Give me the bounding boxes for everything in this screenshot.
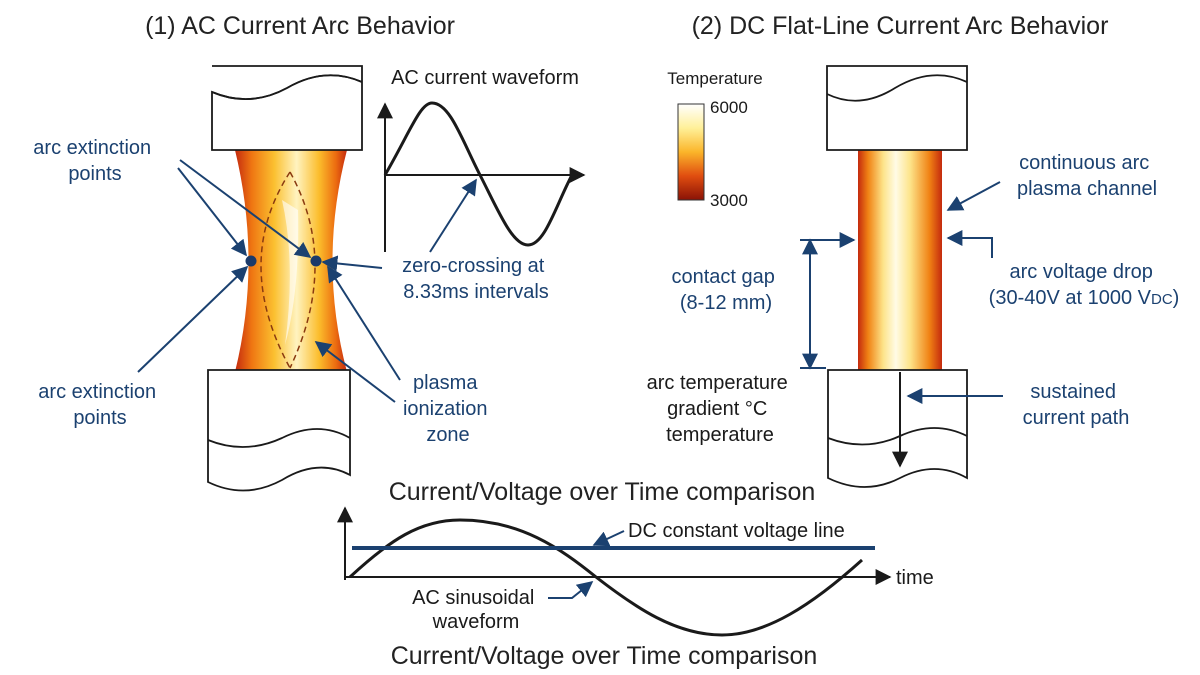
ionization-envelope-left: [260, 171, 291, 369]
ac-arc-hot-core: [282, 200, 299, 345]
arrow-plasma-to-point: [327, 265, 401, 381]
arrow-extinction-top-left: [177, 167, 247, 257]
comparison-x-label: time: [896, 567, 934, 589]
ac-top-electrode-break: [211, 74, 363, 101]
comparison-title-bottom: Current/Voltage over Time comparison: [391, 642, 818, 670]
ac-waveform-title: AC current waveform: [391, 67, 579, 89]
label-voltage-drop: arc voltage drop (30-40V at 1000 VDC): [989, 261, 1180, 309]
comparison-title-top: Current/Voltage over Time comparison: [389, 478, 816, 506]
dc-top-electrode: [826, 65, 968, 151]
ac-waveform-curve: [383, 101, 574, 247]
ac-bottom-electrode: [207, 369, 351, 492]
arrow-extinction-bottom: [137, 265, 249, 373]
label-zero-crossing: zero-crossing at 8.33ms intervals: [402, 255, 550, 303]
arrow-plasma-channel: [946, 181, 1001, 211]
arrow-zero-crossing-to-arc: [321, 255, 383, 272]
label-extinction-bottom: arc extinction points: [38, 381, 161, 429]
ac-sinusoidal-curve: [348, 518, 864, 637]
ionization-envelope-right: [289, 171, 316, 369]
extinction-point-left: [245, 255, 257, 267]
dc-panel-title: (2) DC Flat-Line Current Arc Behavior: [692, 12, 1109, 40]
dc-line-label: DC constant voltage line: [628, 520, 845, 542]
dc-top-electrode-break: [826, 74, 968, 102]
dc-arc-plasma-channel: [858, 150, 942, 370]
label-plasma-channel: continuous arc plasma channel: [1017, 152, 1157, 200]
ac-waveform-label: AC sinusoidal waveform: [412, 587, 540, 633]
legend-max: 6000: [710, 98, 748, 117]
extinction-point-right: [310, 255, 322, 267]
label-plasma-zone: plasma ionization zone: [403, 372, 493, 446]
arrow-ac-waveform: [548, 581, 594, 599]
dc-bottom-electrode: [827, 369, 968, 488]
arrow-extinction-top-right: [179, 159, 312, 258]
arrow-dc-line: [592, 530, 625, 547]
legend-title: Temperature: [667, 69, 762, 88]
legend-min: 3000: [710, 191, 748, 210]
arrow-zero-crossing-to-waveform: [429, 178, 477, 253]
temperature-legend-bar: [677, 103, 705, 201]
label-extinction-top: arc extinction points: [33, 137, 156, 185]
label-contact-gap: contact gap (8-12 mm): [672, 266, 781, 314]
ac-top-electrode: [211, 65, 363, 151]
label-sustained-path: sustained current path: [1023, 381, 1130, 429]
arrow-plasma-to-zone: [314, 341, 396, 403]
label-temperature-gradient: arc temperature gradient °C temperature: [647, 372, 794, 446]
arrow-voltage-drop: [946, 230, 993, 258]
ac-bottom-electrode-break: [207, 428, 351, 448]
ac-panel-title: (1) AC Current Arc Behavior: [145, 12, 455, 40]
